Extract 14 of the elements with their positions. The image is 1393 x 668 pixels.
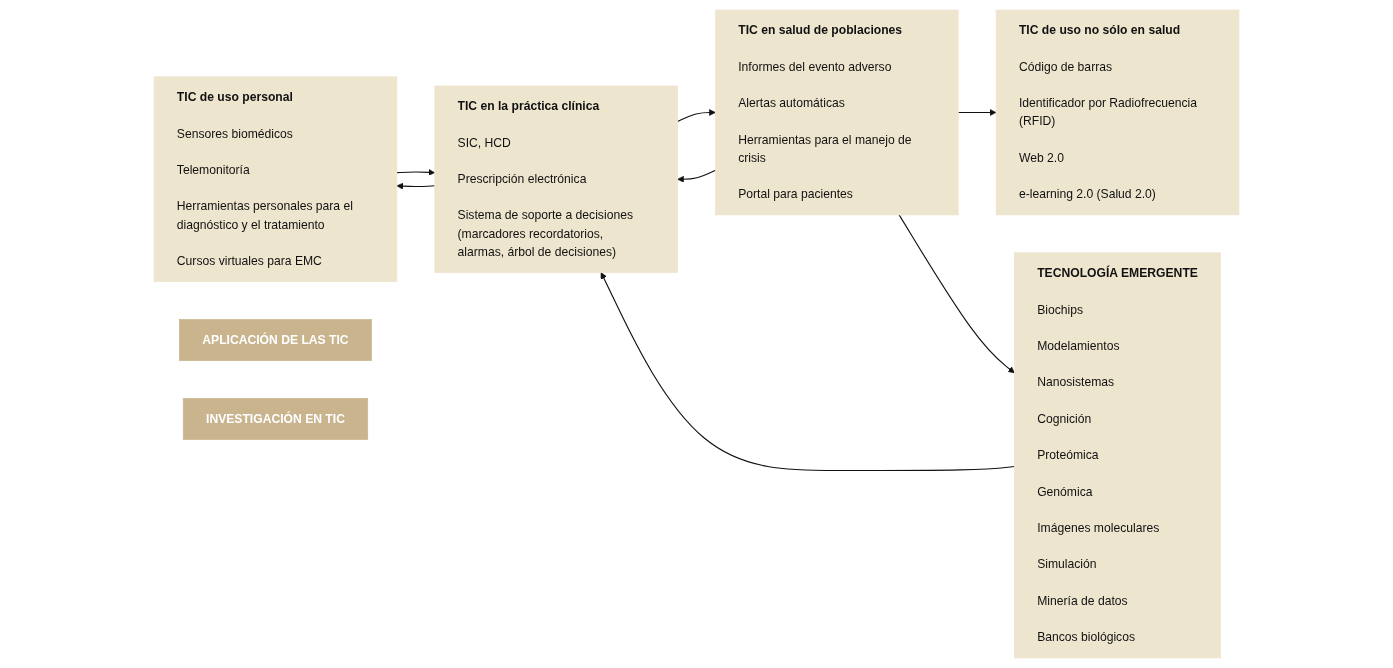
arrow (677, 169, 717, 183)
node-box: TIC en salud de poblaciones Informes del evento adverso Alertas automáticas Herramientas para el manejo de crisis Portal para pacientes (715, 9, 959, 216)
arrow (676, 109, 716, 123)
arrow (898, 214, 1015, 374)
arrow (957, 109, 997, 116)
node-box: TIC de uso personal Sensores biomédicos Telemonitoría Herramientas personales para el diagnóstico y el tratamiento Cursos virtuales para EMC (153, 76, 398, 283)
arrow (600, 272, 1015, 472)
node-box: TIC de uso no sólo en salud Código de barras Identificador por Radiofrecuencia (RFID) Web 2.0 e-learning 2.0 (Salud 2.0) (995, 9, 1240, 216)
arrow (396, 182, 436, 190)
arrow (396, 169, 436, 176)
node-box: TECNOLOGÍA EMERGENTE Biochips Modelamientos Nanosistemas Cognición Proteómica Genómica Imágenes moleculares Simulación Minería de datos Bancos biológicos (1014, 252, 1222, 659)
node-box: INVESTIGACIÓN EN TIC (182, 398, 369, 440)
node-box: APLICACIÓN DE LAS TIC (179, 319, 372, 361)
node-box: TIC en la práctica clínica SIC, HCD Prescripción electrónica Sistema de soporte a decisiones (marcadores recordatorios, alarmas, árbol de decisiones) (434, 85, 678, 273)
